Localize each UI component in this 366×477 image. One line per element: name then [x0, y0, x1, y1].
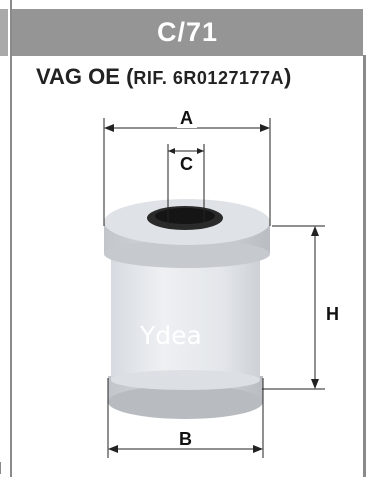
filter-element-illustration	[104, 199, 270, 419]
watermark-text: Ydea	[139, 321, 202, 350]
dimension-h: H	[262, 225, 339, 390]
previous-card-edge	[0, 9, 8, 56]
top-cap-lower-rim	[104, 240, 270, 268]
oe-open-paren: (	[126, 64, 134, 89]
dimension-a-label: A	[180, 108, 193, 128]
oe-reference-line: VAG OE (RIF. 6R0127177A)	[36, 64, 291, 90]
oe-prefix: VAG OE	[36, 64, 120, 89]
dimension-h-label: H	[326, 304, 339, 324]
left-border-tick	[0, 462, 6, 474]
oe-reference-number: RIF. 6R0127177A	[133, 68, 284, 88]
card-right-border	[363, 55, 366, 477]
oe-close-paren: )	[284, 64, 292, 89]
dimension-b: B	[107, 378, 264, 458]
core-inner	[155, 208, 215, 224]
media-bottom-edge	[111, 370, 260, 390]
product-code-header: C/71	[12, 9, 363, 56]
dimension-c-label: C	[180, 154, 193, 174]
dimension-a: A	[103, 108, 271, 226]
dimension-b-label: B	[179, 429, 192, 449]
dimension-c: C	[167, 144, 205, 225]
bottom-cap-rim	[108, 385, 263, 419]
product-code: C/71	[156, 17, 219, 47]
